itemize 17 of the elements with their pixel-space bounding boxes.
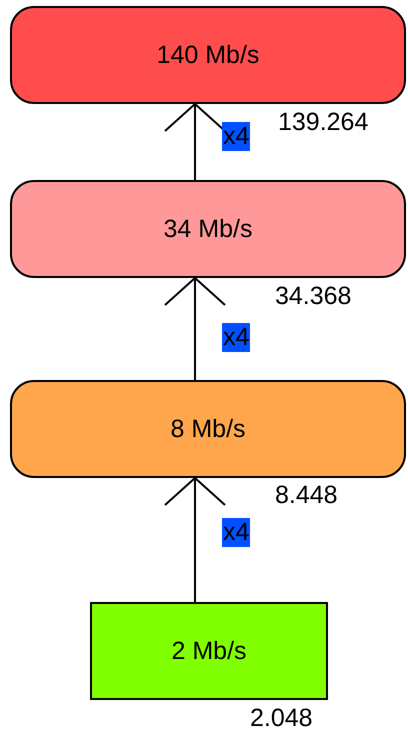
rate-value: 2.048	[250, 706, 313, 731]
arrow	[164, 477, 226, 602]
edge-label: x4	[222, 122, 250, 151]
edge-label: x4	[222, 323, 250, 352]
rate-value: 8.448	[275, 483, 338, 508]
rate-label: 2 Mb/s	[171, 636, 247, 666]
rate-label: 34 Mb/s	[164, 214, 252, 244]
rate-value: 139.264	[278, 110, 368, 135]
rate-box	[90, 602, 328, 700]
rounded-box	[10, 180, 406, 278]
rounded-box	[10, 6, 406, 104]
rounded-box	[10, 380, 406, 478]
rate-value: 34.368	[275, 284, 352, 309]
edge-label: x4	[222, 518, 250, 547]
rate-label: 8 Mb/s	[170, 414, 246, 444]
rate-label: 140 Mb/s	[156, 40, 260, 70]
arrow	[164, 277, 226, 380]
